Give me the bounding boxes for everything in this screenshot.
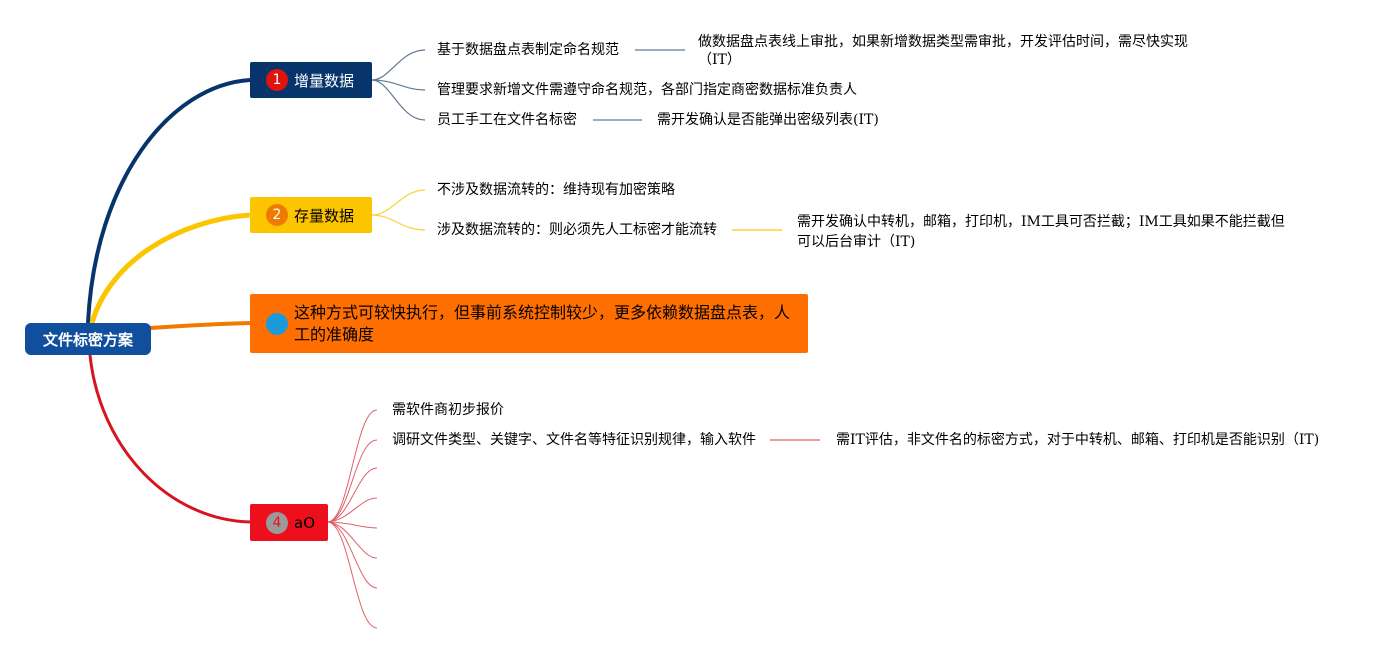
note-it-evaluation[interactable]: 需IT评估，非文件名的标密方式，对于中转机、邮箱、打印机是否能识别（IT) (836, 432, 1320, 448)
topic-manual-marking[interactable]: 员工手工在文件名标密 (437, 112, 577, 128)
note-popup-list[interactable]: 需开发确认是否能弹出密级列表(IT) (657, 112, 879, 128)
topic-research-rules[interactable]: 调研文件类型、关键字、文件名等特征识别规律，输入软件 (392, 432, 756, 448)
branch-incremental-data[interactable]: 1 增量数据 (250, 62, 372, 98)
branch-approach-note[interactable]: 3 这种方式可较快执行，但事前系统控制较少，更多依赖数据盘点表，人工的准确度 (250, 294, 808, 353)
link-b1-c3 (371, 79, 426, 121)
link-root-branch4 (88, 354, 251, 524)
link-b4-empty6 (327, 521, 378, 629)
link-b1-c2 (371, 79, 426, 91)
link-b4-empty1 (327, 467, 378, 523)
number-badge-4: 4 (266, 511, 288, 534)
link-b4-empty3 (327, 521, 378, 529)
link-b2-c1 (371, 189, 426, 216)
link-b2-c2 (371, 214, 426, 231)
number-badge-2: 2 (266, 204, 288, 226)
number-badge-3: 3 (266, 312, 288, 335)
topic-naming-rule[interactable]: 基于数据盘点表制定命名规范 (437, 42, 619, 58)
topic-vendor-quote[interactable]: 需软件商初步报价 (392, 402, 504, 418)
branch-ao[interactable]: 4 aO (250, 504, 328, 541)
link-b4-c2 (327, 439, 378, 523)
link-b4-empty5 (327, 521, 378, 589)
link-b4-empty2 (327, 497, 378, 523)
topic-no-flow[interactable]: 不涉及数据流转的：维持现有加密策略 (437, 182, 675, 198)
branch-existing-data[interactable]: 2 存量数据 (250, 197, 372, 233)
link-b4-empty4 (327, 521, 378, 559)
root-topic[interactable]: 文件标密方案 (25, 323, 151, 355)
branch-label: aO (294, 513, 315, 532)
link-root-branch2 (89, 212, 251, 324)
topic-with-flow[interactable]: 涉及数据流转的：则必须先人工标密才能流转 (437, 222, 717, 238)
link-root-branch1 (86, 78, 251, 324)
topic-management-requirement[interactable]: 管理要求新增文件需遵守命名规范，各部门指定商密数据标准负责人 (437, 82, 857, 98)
branch-label: 存量数据 (294, 206, 355, 225)
note-approval-online[interactable]: 做数据盘点表线上审批，如果新增数据类型需审批，开发评估时间，需尽快实现（IT） (698, 34, 1188, 68)
link-root-branch3 (149, 321, 251, 330)
link-b4-c1 (327, 409, 378, 523)
branch-label: 这种方式可较快执行，但事前系统控制较少，更多依赖数据盘点表，人工的准确度 (294, 302, 791, 344)
number-badge-1: 1 (266, 69, 288, 91)
link-b1-c1 (371, 49, 426, 81)
note-intercept-check[interactable]: 需开发确认中转机，邮箱，打印机，IM工具可否拦截；IM工具如果不能拦截但可以后台… (797, 214, 1285, 250)
branch-label: 增量数据 (294, 71, 355, 90)
